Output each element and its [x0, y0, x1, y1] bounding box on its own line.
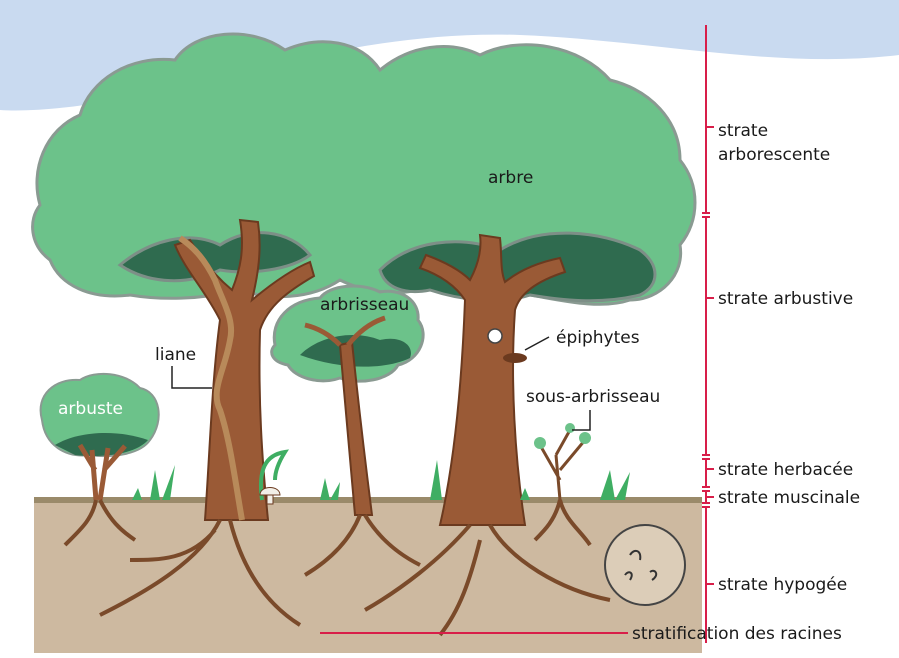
trunk-arbrisseau: [304, 315, 386, 516]
label-liane: liane: [155, 345, 196, 365]
label-arbre: arbre: [488, 168, 533, 188]
herbs: [132, 460, 630, 500]
label-arbrisseau: arbrisseau: [320, 295, 409, 315]
strata-label-arborescente-line2: arborescente: [718, 145, 830, 165]
label-sous-arbrisseau: sous-arbrisseau: [526, 387, 660, 407]
canopy-arbuste: [39, 372, 160, 458]
sky: [0, 0, 899, 111]
roots: [63, 499, 611, 637]
shrub-sous-arbrisseau: [534, 423, 591, 501]
soil: [34, 500, 702, 653]
label-epiphytes: épiphytes: [556, 328, 640, 348]
roots-label: stratification des racines: [632, 624, 842, 644]
liane-vine: [178, 235, 245, 521]
strata-label-herbacee: strate herbacée: [718, 460, 853, 480]
strata-label-hypogee: strate hypogée: [718, 575, 847, 595]
fern: [258, 449, 289, 501]
epiphytes: [487, 328, 527, 363]
strata-scale: [320, 25, 714, 643]
canopy-main: [31, 32, 697, 306]
soil-magnifier: [604, 524, 686, 606]
label-arbuste: arbuste: [58, 399, 123, 419]
canopy-arbrisseau: [270, 284, 425, 383]
trunk-left-tree: [173, 218, 316, 521]
strata-label-arborescente-line1: strate: [718, 121, 768, 141]
strata-label-muscinale: strate muscinale: [718, 488, 860, 508]
trunk-arbuste: [77, 443, 127, 501]
leader-lines: [171, 336, 591, 431]
trunk-arbre: [418, 233, 567, 526]
mushroom: [259, 487, 281, 505]
strata-label-arbustive: strate arbustive: [718, 289, 853, 309]
